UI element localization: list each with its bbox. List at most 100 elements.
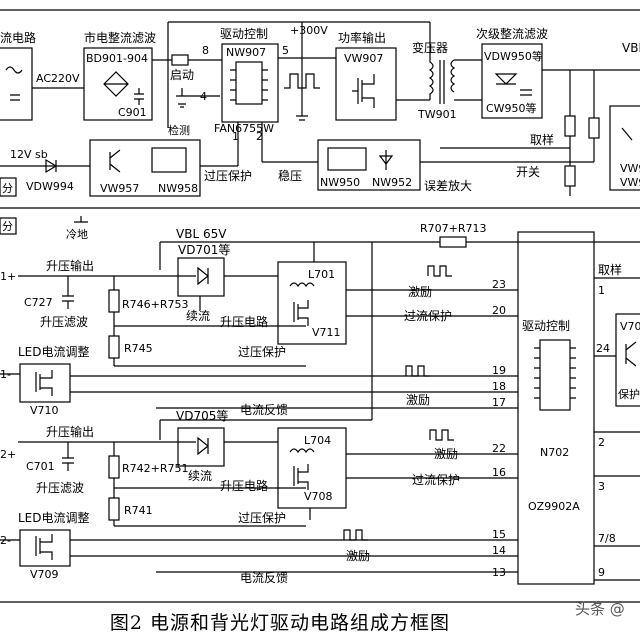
drive-title: 驱动控制 [220, 27, 268, 41]
top-right-partial-block [609, 105, 640, 191]
r742-resistor [108, 455, 120, 479]
pin4-label: 4 [200, 90, 207, 103]
freewheel1-label: 续流 [186, 309, 210, 323]
oz9902-block [517, 231, 595, 585]
error-amp-block [317, 139, 421, 191]
cold-ground-label: 冷地 [66, 228, 88, 241]
mains-label: AC220V [36, 72, 80, 85]
bottom-section: 分 冷地 VBL 65V R707+R713 升压输出 1+ VD701等 续流… [0, 216, 640, 603]
bottom-part-badge [0, 217, 17, 235]
ic-top-label: N702 [540, 446, 569, 459]
drive-top-part: NW907 [226, 46, 266, 59]
drive-bottom-part: FAN6755W [214, 122, 274, 135]
vd701-block [177, 257, 225, 297]
nw958-label: NW958 [158, 182, 198, 195]
vd705-block [177, 427, 225, 467]
vd705-label: VD705等 [176, 409, 228, 423]
rectifier-part: BD901-904 [86, 52, 148, 65]
transistor-icon [109, 149, 121, 173]
boost2-block [277, 427, 347, 509]
protect-label: 保护 [618, 387, 640, 401]
ovp-label: 过压保护 [204, 169, 252, 183]
pin-r9: 9 [598, 566, 605, 579]
divider-r1 [564, 115, 576, 137]
v710-block [19, 363, 71, 403]
drive-ic-icon [235, 61, 263, 105]
v710-mosfet-icon [35, 370, 53, 396]
transformer-icon [428, 22, 482, 104]
pin-22: 22 [492, 442, 506, 455]
pin-20: 20 [492, 304, 506, 317]
sec-cap-icon [520, 89, 532, 96]
vdw994-diode-icon [45, 158, 58, 174]
ovp1-label: 过压保护 [238, 345, 286, 359]
figure-caption: 图2 电源和背光灯驱动电路组成方框图 [109, 612, 451, 634]
pin-17: 17 [492, 396, 506, 409]
rectifier-title: 市电整流滤波 [84, 30, 156, 45]
excite-a-label: 激励 [408, 285, 432, 299]
boost-circuit1-label: 升压电路 [220, 314, 268, 329]
r746-label: R746+R753 [122, 298, 189, 311]
power-part: VW907 [344, 52, 383, 65]
l701-inductor-icon [289, 282, 315, 288]
diode-icon [494, 73, 518, 85]
pin-18: 18 [492, 380, 506, 393]
v300-label: +300V [290, 24, 328, 37]
v709-block [19, 529, 71, 567]
c701-label: C701 [26, 460, 55, 473]
v711-label: V711 [312, 326, 341, 339]
v709-mosfet-icon [35, 534, 53, 560]
oc-a-label: 过流保护 [404, 309, 452, 323]
divider-r3 [588, 117, 600, 139]
top-part-badge [0, 177, 17, 197]
startup-label: 启动 [170, 68, 194, 82]
sense-resistor [439, 236, 467, 248]
pin-16: 16 [492, 466, 506, 479]
sample-label: 取样 [530, 132, 554, 147]
startup-resistor [171, 54, 189, 66]
nw950-label: NW950 [320, 176, 360, 189]
watermark: 头条 @ [575, 600, 625, 618]
pin-14: 14 [492, 544, 506, 557]
boost-filter1-label: 升压滤波 [40, 315, 88, 329]
sample2-label: 取样 [598, 262, 622, 277]
l704-label: L704 [304, 434, 331, 447]
ic-bottom-label: OZ9902A [528, 500, 580, 513]
pin2-label: 2 [256, 130, 263, 143]
drive-control-block [221, 43, 279, 123]
optocoupler-icon [151, 147, 187, 173]
power-title: 功率输出 [338, 30, 386, 45]
v708-label: V708 [304, 490, 333, 503]
tl431-icon [378, 150, 394, 170]
vd701-label: VD701等 [178, 243, 230, 257]
v711-mosfet-icon [293, 300, 309, 326]
pin-23: 23 [492, 278, 506, 291]
r707-label: R707+R713 [420, 222, 487, 235]
filter-cap-icon [134, 88, 144, 105]
pin1-label: 1 [232, 130, 239, 143]
vbl-top-label: VBL [622, 41, 640, 55]
pin-r2: 2 [598, 436, 605, 449]
led1-plus-label: 1+ [0, 270, 16, 283]
top-section: 流电路 AC220V 市电整流滤波 BD901-904 C901 启动 8 4 … [0, 9, 640, 209]
v70-label: V70 [620, 320, 640, 333]
r741-label: R741 [124, 504, 153, 517]
cap-c901: C901 [118, 106, 147, 119]
xfmr-part: TW901 [417, 108, 457, 121]
l704-inductor-icon [289, 448, 315, 454]
ic-title: 驱动控制 [522, 319, 570, 333]
v12sb-label: 12V sb [10, 148, 48, 161]
boost-filter2-label: 升压滤波 [36, 481, 84, 495]
bridge-rectifier-icon [103, 71, 129, 97]
excite-a-wave [427, 265, 452, 277]
r745-resistor [108, 335, 120, 359]
oc-b-label: 过流保护 [412, 473, 460, 487]
excite-d-wave [343, 529, 368, 541]
r742-label: R742+R751 [122, 462, 189, 475]
c701-cap-icon [62, 457, 74, 471]
vbl65-label: VBL 65V [176, 227, 227, 241]
v709-label: V709 [30, 568, 59, 581]
ac-source-symbol [5, 66, 23, 101]
fb-a-label: 电流反馈 [240, 403, 288, 417]
